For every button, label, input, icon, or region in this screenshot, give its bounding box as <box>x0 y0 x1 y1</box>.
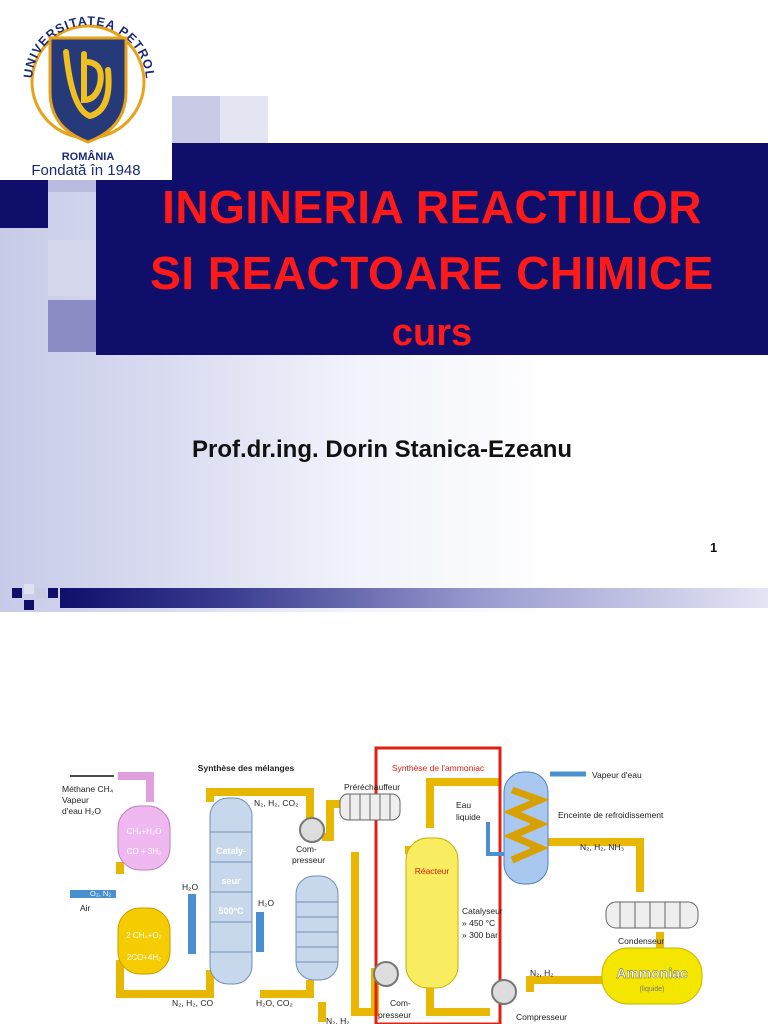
catalyseur-label-2: seur <box>221 876 241 886</box>
reactor-catalyst: Catalyseur <box>462 906 503 916</box>
ammonia-tank-label: Ammoniac <box>616 965 688 981</box>
ammonia-tank <box>601 947 703 1005</box>
compressor-1-label-b: presseur <box>292 855 325 865</box>
top-white-panel <box>170 0 768 145</box>
stream-n2h2-right: N₂, H₂ <box>530 968 554 978</box>
stream-h2o-1: H₂O <box>182 882 198 892</box>
ammonia-synthesis-frame <box>374 746 502 1024</box>
cooling-eau-1: Eau <box>456 800 471 810</box>
cooling-eau-2: liquide <box>456 812 481 822</box>
cooling-coil <box>503 786 550 864</box>
reaction-1a: CH₄+H₂O <box>127 827 162 836</box>
reactor-temp: » 450 °C <box>462 918 495 928</box>
reactor-pressure: » 300 bar <box>462 930 498 940</box>
ammonia-tank-state: (liquide) <box>640 986 665 993</box>
author-name: Prof.dr.ing. Dorin Stanica-Ezeanu <box>192 436 573 463</box>
compressor-3-label: Compresseur <box>516 1012 567 1022</box>
deco-square <box>0 180 48 228</box>
condenser-label: Condenseur <box>618 936 664 946</box>
reaction-2b: 2CO+4H₂ <box>127 953 161 962</box>
compressor-1-label-a: Com- <box>296 844 317 854</box>
catalyseur-label-1: Cataly- <box>216 846 246 856</box>
deco-square <box>48 240 96 296</box>
section-right-label: Synthèse de l'ammoniac <box>392 763 485 773</box>
title-band <box>96 143 768 355</box>
stream-h2o-2: H₂O <box>258 898 274 908</box>
page-number: 1 <box>710 540 718 555</box>
input-o2n2: O₂, N₂ <box>90 889 111 898</box>
deco-square <box>172 96 220 144</box>
deco-square <box>48 300 96 352</box>
reaction-1b: CO + 3H₂ <box>127 847 161 856</box>
compressor-3-icon <box>491 979 517 1005</box>
logo-founded-text: Fondată în 1948 <box>31 162 141 179</box>
stream-n2h2co2-top: N₂, H₂, CO₂ <box>254 798 298 808</box>
deco-square <box>24 600 34 610</box>
section-left-label: Synthèse des mélanges <box>198 763 295 773</box>
slide-title-line2: SI REACTOARE CHIMICE <box>150 247 714 299</box>
logo-country: ROMÂNIA <box>62 150 115 163</box>
deco-square <box>48 588 58 598</box>
air-pipe <box>70 890 116 898</box>
input-air: Air <box>80 903 91 913</box>
catalyst-column <box>209 797 253 985</box>
steam-reformer <box>117 805 171 871</box>
process-flow-svg: Synthèse de l'ammoniac Synthèse des méla… <box>62 746 703 1024</box>
partial-oxidation-reactor <box>117 907 171 975</box>
bottom-gradient-bar <box>60 588 768 608</box>
stream-n2h2co: N₂, H₂, CO <box>172 998 213 1008</box>
absorber-column <box>295 875 339 981</box>
deco-square <box>220 96 268 144</box>
title-slide: UNIVERSITATEA PETROL-GAZE DIN PLOIEȘTI R… <box>0 0 768 612</box>
slide-title-line1: INGINERIA REACTIILOR <box>162 181 702 233</box>
cooling-vapeur: Vapeur d'eau <box>592 770 642 780</box>
input-vapeur: Vapeur <box>62 795 89 805</box>
input-eau: d'eau H₂O <box>62 806 101 816</box>
compressor-1-icon <box>299 817 325 843</box>
compressor-2-icon <box>373 961 399 987</box>
deco-square <box>12 588 22 598</box>
university-logo: UNIVERSITATEA PETROL-GAZE DIN PLOIEȘTI R… <box>0 0 172 180</box>
catalyseur-temp: 500°C <box>218 906 244 916</box>
compressor-2-label-b: presseur <box>378 1010 411 1020</box>
logo-emblem: UNIVERSITATEA PETROL-GAZE DIN PLOIEȘTI R… <box>0 0 162 163</box>
condenser <box>605 901 699 929</box>
deco-square <box>24 584 34 594</box>
input-methane: Méthane CH₄ <box>62 784 114 794</box>
compressor-2-label-a: Com- <box>390 998 411 1008</box>
stream-h2oco2: H₂O, CO₂ <box>256 998 293 1008</box>
ammonia-process-diagram: Synthèse de l'ammoniac Synthèse des méla… <box>60 742 720 1024</box>
reaction-2a: 2 CH₄+O₂ <box>126 931 162 940</box>
slide-title-line3: curs <box>391 312 473 354</box>
bottom-decoration <box>0 584 768 612</box>
ammonia-reactor <box>405 837 459 989</box>
reactor-label: Réacteur <box>415 866 450 876</box>
cooling-enceinte: Enceinte de refroidissement <box>558 810 664 820</box>
column-plates <box>210 831 252 953</box>
stream-n2h2nh3: N₂, H₂, NH₃ <box>580 842 624 852</box>
preheater-label: Préréchauffeur <box>344 782 400 792</box>
deco-square <box>36 588 46 598</box>
stream-n2h2-bottom: N₂, H₂ <box>326 1016 350 1024</box>
